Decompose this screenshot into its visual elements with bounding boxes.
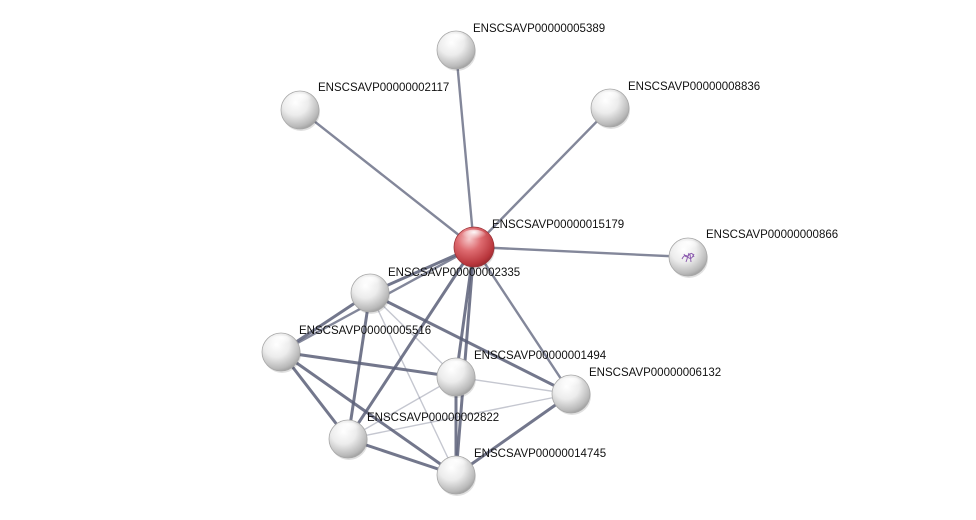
node-enscsavp00000001494[interactable] [436,357,476,398]
edge-21[interactable] [347,393,572,440]
node-label: ENSCSAVP00000000866 [706,229,838,241]
edge-1[interactable] [298,108,476,249]
node-enscsavp00000014745[interactable] [436,455,476,496]
node-enscsavp00000015179[interactable] [453,226,495,269]
node-enscsavp00000002117[interactable] [280,90,320,131]
node-label: ENSCSAVP00000015179 [492,219,624,231]
node-enscsavp00000005516[interactable] [261,332,301,373]
edge-3[interactable] [472,245,690,259]
node-label: ENSCSAVP00000006132 [589,367,721,379]
edge-15[interactable] [279,350,458,379]
node-label: ENSCSAVP00000008836 [628,81,760,93]
edge-22[interactable] [454,392,573,477]
edge-2[interactable] [472,106,612,249]
edge-13[interactable] [346,291,372,441]
node-highlight [269,335,293,348]
edge-7[interactable] [472,245,573,396]
edge-14[interactable] [369,292,457,476]
edge-17[interactable] [279,350,458,477]
node-highlight [336,422,360,435]
labels-layer: ENSCSAVP00000015179 ENSCSAVP00000005389EN… [299,23,838,460]
node-label: ENSCSAVP00000005389 [473,23,605,35]
node-highlight [444,458,468,471]
edge-11[interactable] [369,292,457,378]
node-highlight [444,33,468,46]
node-highlight [559,377,583,390]
node-highlight [444,360,468,373]
node-enscsavp00000002335[interactable] [350,273,390,314]
node-enscsavp00000000866[interactable] [668,237,708,278]
node-highlight [676,240,700,253]
node-label: ENSCSAVP00000002822 [367,412,499,424]
node-label: ENSCSAVP00000014745 [474,448,606,460]
node-enscsavp00000008836[interactable] [590,88,630,129]
node-label: ENSCSAVP00000002117 [318,82,449,94]
node-enscsavp00000005389[interactable] [436,30,476,71]
node-label: ENSCSAVP00000001494 [474,350,607,362]
edge-0[interactable] [454,48,476,249]
edge-12[interactable] [368,291,573,396]
node-highlight [288,93,312,106]
edge-19[interactable] [347,376,457,440]
protein-structure-icon [681,252,695,263]
node-label: ENSCSAVP00000002335 [388,267,520,279]
node-highlight [598,91,622,104]
edge-8[interactable] [346,245,476,441]
node-enscsavp00000002822[interactable] [328,419,368,460]
node-highlight [461,229,487,243]
node-highlight [358,276,382,289]
node-label: ENSCSAVP00000005516 [299,325,431,337]
nodes-layer [261,30,708,496]
node-enscsavp00000006132[interactable] [551,374,591,415]
